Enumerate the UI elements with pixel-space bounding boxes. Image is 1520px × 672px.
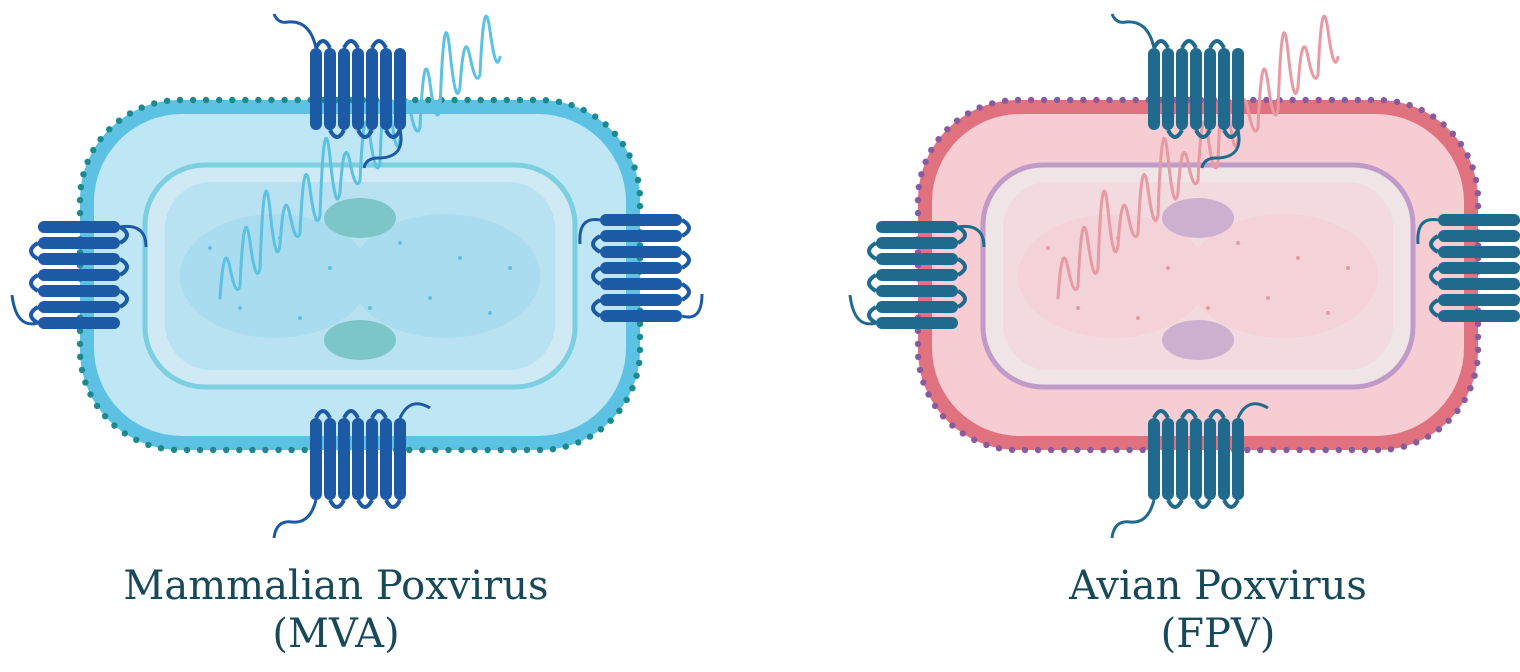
fpv-caption-line2: (FPV) (958, 610, 1478, 658)
fpv-virus-illustration (850, 14, 1520, 538)
mva-caption-line2: (MVA) (76, 610, 596, 658)
mva-caption: Mammalian Poxvirus (MVA) (76, 562, 596, 658)
lateral-body-bottom (1162, 320, 1234, 360)
fpv-caption: Avian Poxvirus (FPV) (958, 562, 1478, 658)
lateral-body-bottom (324, 320, 396, 360)
fpv-caption-line1: Avian Poxvirus (958, 562, 1478, 610)
lateral-body-top (1162, 198, 1234, 238)
lateral-body-top (324, 198, 396, 238)
mva-virus-illustration (12, 14, 702, 538)
mva-caption-line1: Mammalian Poxvirus (76, 562, 596, 610)
